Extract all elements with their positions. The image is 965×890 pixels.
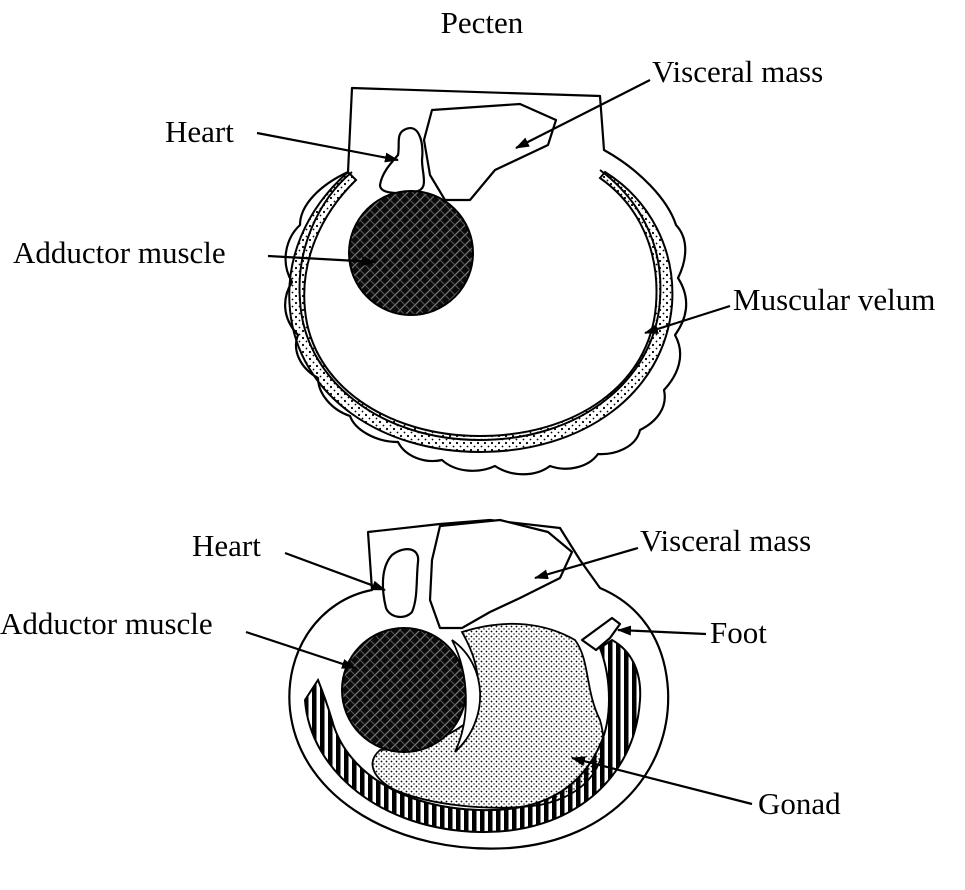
top-label-visceral-mass: Visceral mass (652, 54, 823, 89)
bottom-heart (383, 549, 418, 617)
bottom-label-adductor-muscle: Adductor muscle (0, 606, 213, 641)
diagram-title: Pecten (441, 5, 524, 40)
bottom-label-gonad: Gonad (758, 786, 841, 821)
bottom-label-foot: Foot (710, 615, 767, 650)
top-label-muscular-velum: Muscular velum (733, 282, 935, 317)
top-scallop (285, 88, 686, 474)
bottom-label-heart: Heart (192, 528, 261, 563)
top-label-heart: Heart (165, 114, 234, 149)
bottom-label-visceral-mass: Visceral mass (640, 523, 811, 558)
top-label-adductor-muscle: Adductor muscle (13, 235, 226, 270)
bottom-adductor-muscle (342, 628, 466, 752)
bottom-scallop (289, 520, 668, 849)
top-adductor-muscle (349, 191, 473, 315)
